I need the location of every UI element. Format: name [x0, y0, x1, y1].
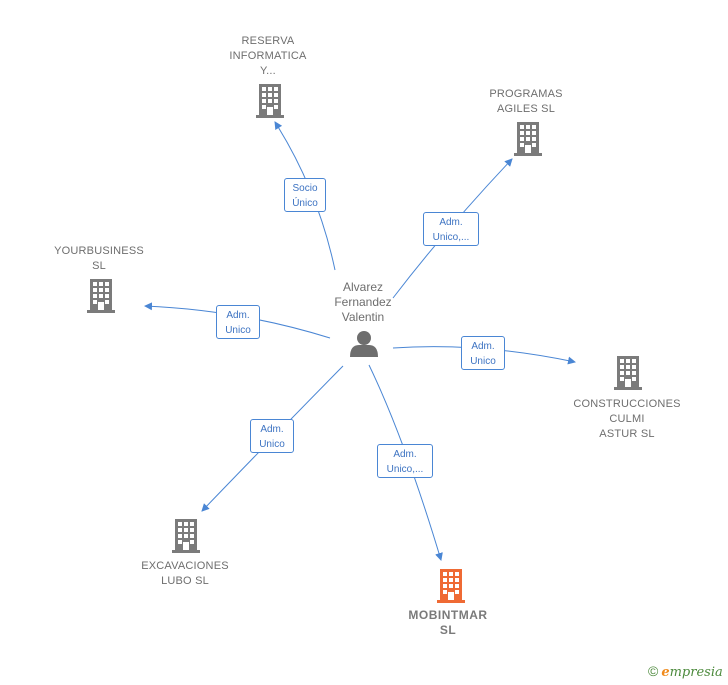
building-icon[interactable] — [614, 356, 642, 390]
building-icon[interactable] — [514, 122, 542, 156]
building-icon[interactable] — [87, 279, 115, 313]
logo-initial: e — [661, 665, 670, 680]
edge-label-yourbusiness[interactable]: Adm. Unico — [216, 305, 260, 339]
edge-label-mobintmar[interactable]: Adm. Unico,... — [377, 444, 433, 478]
building-icon[interactable] — [172, 519, 200, 553]
person-icon[interactable] — [350, 331, 378, 357]
edge-label-construcciones[interactable]: Adm. Unico — [461, 336, 505, 370]
edge-label-reserva[interactable]: Socio Único — [284, 178, 326, 212]
company-label-reserva[interactable]: RESERVA INFORMATICA Y... — [229, 35, 307, 77]
company-label-programas[interactable]: PROGRAMAS AGILES SL — [489, 88, 563, 115]
person-name-label[interactable]: Alvarez Fernandez Valentin — [334, 280, 392, 324]
edge-label-excavaciones[interactable]: Adm. Unico — [250, 419, 294, 453]
copyright-symbol: © — [648, 663, 659, 679]
building-icon[interactable] — [437, 569, 465, 603]
company-label-construcciones[interactable]: CONSTRUCCIONES CULMI ASTUR SL — [573, 398, 681, 440]
empresia-logo: ©empresia — [648, 663, 723, 680]
building-icon[interactable] — [256, 84, 284, 118]
company-label-mobintmar[interactable]: MOBINTMAR SL — [408, 608, 488, 637]
company-label-excavaciones[interactable]: EXCAVACIONES LUBO SL — [141, 560, 229, 587]
logo-name: mpresia — [669, 665, 723, 680]
edge-label-programas[interactable]: Adm. Unico,... — [423, 212, 479, 246]
company-label-yourbusiness[interactable]: YOURBUSINESS SL — [54, 245, 144, 272]
